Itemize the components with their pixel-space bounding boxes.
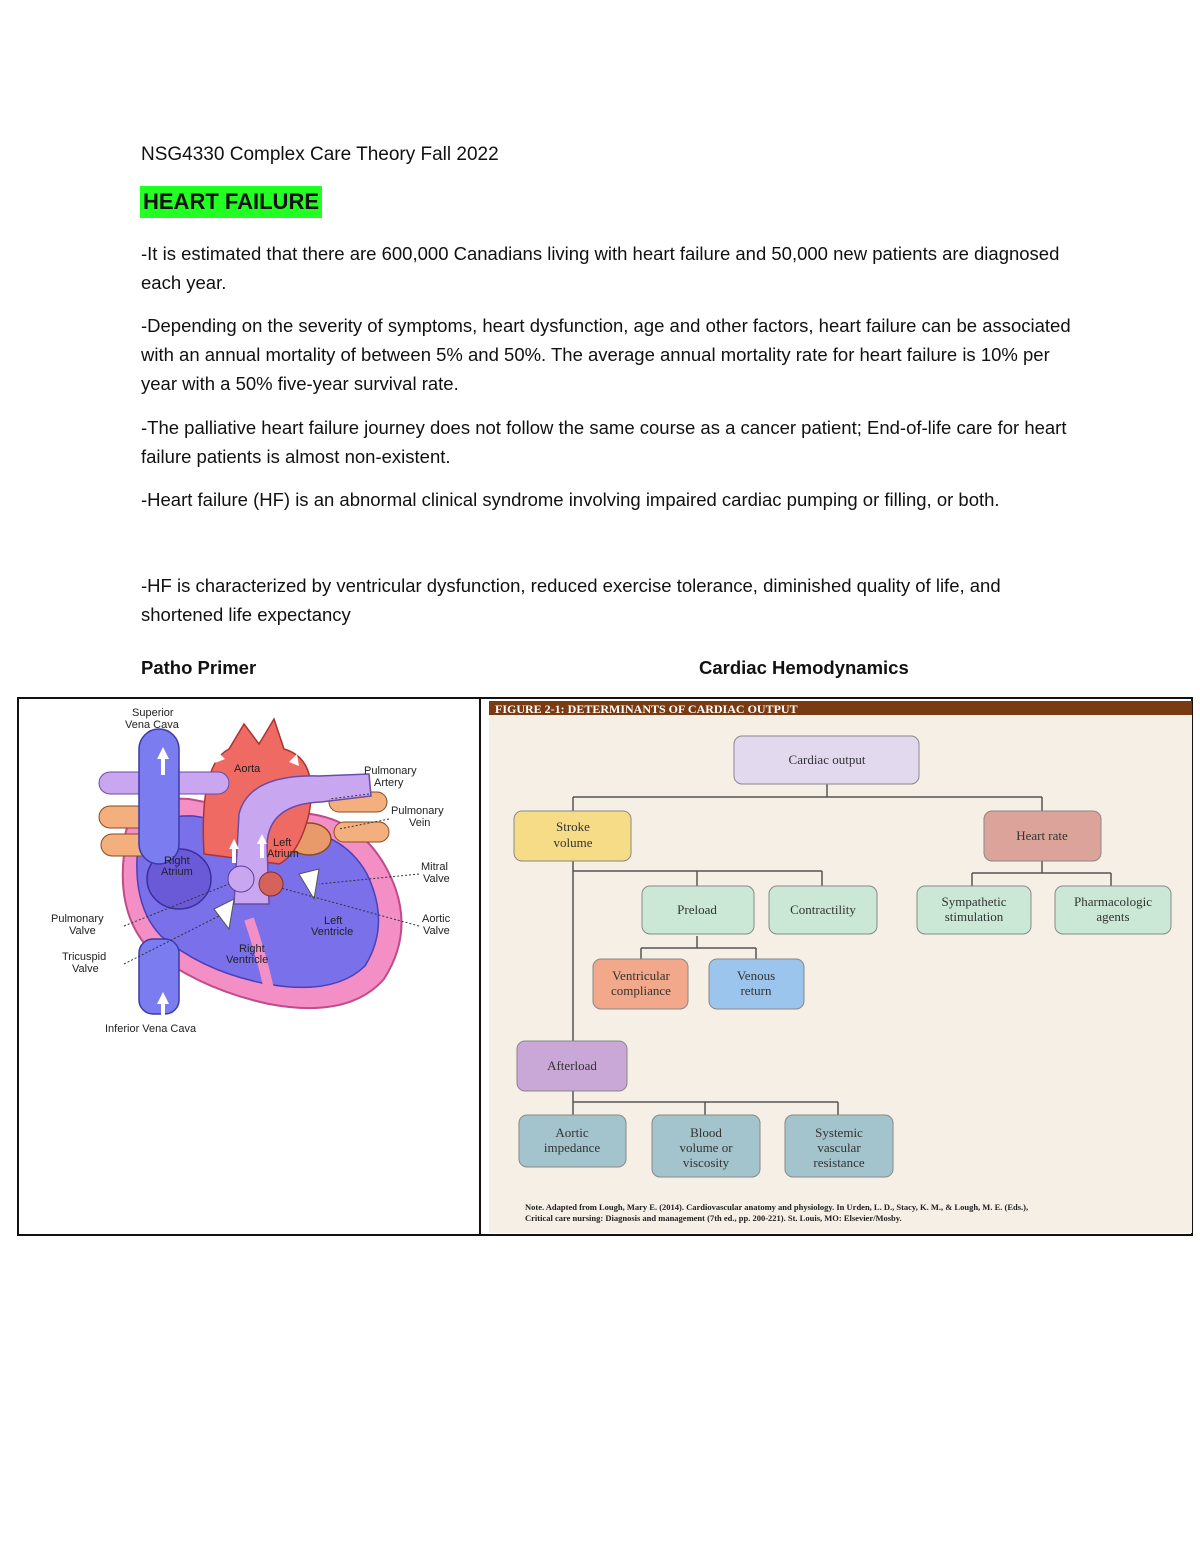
- node-blood-volume-box: [651, 1114, 761, 1178]
- pulmonary-valve-shape: [227, 865, 255, 893]
- label-pulmonary-valve-2: Valve: [69, 925, 96, 937]
- label-pulmonary-vein: Pulmonary: [391, 805, 444, 817]
- label-pulmonary-valve: Pulmonary: [51, 913, 104, 925]
- node-svr: Systemic: [815, 1125, 863, 1140]
- node-stroke-volume-2: volume: [554, 835, 593, 850]
- paragraph-5: -HF is characterized by ventricular dysf…: [141, 575, 1001, 625]
- label-cardiac-hemodynamics: Cardiac Hemodynamics: [699, 657, 909, 678]
- paragraph-3: -The palliative heart failure journey do…: [141, 417, 1067, 467]
- label-right-ventricle: Right: [239, 943, 265, 955]
- node-blood-volume: Blood: [690, 1125, 722, 1140]
- node-blood-volume-2: volume or: [679, 1140, 733, 1155]
- connector-lines: [572, 784, 1112, 1115]
- label-pulmonary-artery-2: Artery: [374, 777, 404, 789]
- label-tricuspid-valve-2: Valve: [72, 963, 99, 975]
- node-pharmacologic: Pharmacologic: [1074, 894, 1152, 909]
- cardiac-output-figure: FIGURE 2-1: DETERMINANTS OF CARDIAC OUTP…: [489, 701, 1192, 1233]
- septum: [244, 917, 274, 991]
- label-right-atrium-2: Atrium: [161, 866, 193, 878]
- node-contractility: Contractility: [790, 902, 856, 917]
- node-ventricular-compliance-2: compliance: [611, 983, 671, 998]
- node-aortic-impedance-box: [518, 1114, 627, 1168]
- node-svr-2: vascular: [817, 1140, 861, 1155]
- pulmonary-artery-shape: [233, 773, 372, 905]
- node-ventricular-compliance: Ventricular: [612, 968, 670, 983]
- paragraph-4: -Heart failure (HF) is an abnormal clini…: [141, 489, 1000, 510]
- node-svr-box: [784, 1114, 894, 1178]
- node-heart-rate: Heart rate: [1016, 828, 1068, 843]
- figure-note-line-1: Note. Adapted from Lough, Mary E. (2014)…: [525, 1202, 1028, 1212]
- figure-header-bar: [489, 701, 1192, 715]
- node-aortic-impedance: Aortic: [555, 1125, 588, 1140]
- pulmonary-vein-right-2: [333, 821, 390, 843]
- figure-note-line-2: Critical care nursing: Diagnosis and man…: [525, 1213, 902, 1223]
- label-left-atrium: Left: [273, 837, 291, 849]
- flow-arrows: [157, 747, 299, 1020]
- node-svr-3: resistance: [813, 1155, 864, 1170]
- figure-table: Superior Vena Cava Aorta Pulmonary Arter…: [17, 697, 1193, 1236]
- aortic-valve-shape: [258, 871, 284, 897]
- node-aortic-impedance-2: impedance: [544, 1140, 601, 1155]
- node-blood-volume-3: viscosity: [683, 1155, 730, 1170]
- label-mitral-valve-2: Valve: [423, 873, 450, 885]
- node-preload-box: [641, 885, 755, 935]
- node-venous-return-2: return: [740, 983, 772, 998]
- figure-title: FIGURE 2-1: DETERMINANTS OF CARDIAC OUTP…: [495, 702, 798, 716]
- node-preload: Preload: [677, 902, 717, 917]
- label-mitral-valve: Mitral: [421, 861, 448, 873]
- paragraph-1: -It is estimated that there are 600,000 …: [141, 243, 1060, 293]
- label-inferior-vena-cava: Inferior Vena Cava: [105, 1023, 197, 1035]
- node-heart-rate-box: [983, 810, 1102, 862]
- node-afterload-box: [516, 1040, 628, 1092]
- superior-vena-cava-shape: [138, 728, 180, 865]
- mitral-valve-shape: [298, 868, 320, 901]
- node-afterload: Afterload: [547, 1058, 597, 1073]
- node-sympathetic-box: [916, 885, 1032, 935]
- node-stroke-volume-box: [513, 810, 632, 862]
- label-right-ventricle-2: Ventricle: [226, 954, 268, 966]
- label-superior-vena-cava-2: Vena Cava: [125, 719, 180, 731]
- label-right-atrium: Right: [164, 855, 190, 867]
- label-aorta: Aorta: [234, 763, 261, 775]
- node-pharmacologic-box: [1054, 885, 1172, 935]
- label-left-ventricle: Left: [324, 915, 342, 927]
- label-left-ventricle-2: Ventricle: [311, 926, 353, 938]
- label-aortic-valve-2: Valve: [423, 925, 450, 937]
- node-sympathetic-2: stimulation: [945, 909, 1004, 924]
- label-tricuspid-valve: Tricuspid: [62, 951, 106, 963]
- label-patho-primer: Patho Primer: [141, 657, 257, 678]
- node-venous-return-box: [708, 958, 805, 1010]
- paragraph-2: -Depending on the severity of symptoms, …: [141, 315, 1071, 394]
- label-pulmonary-vein-2: Vein: [409, 817, 430, 829]
- label-pulmonary-artery: Pulmonary: [364, 765, 417, 777]
- heart-diagram: Superior Vena Cava Aorta Pulmonary Arter…: [51, 707, 451, 1035]
- tricuspid-valve-shape: [213, 898, 235, 931]
- node-venous-return: Venous: [737, 968, 775, 983]
- label-aortic-valve: Aortic: [422, 913, 451, 925]
- node-pharmacologic-2: agents: [1096, 909, 1129, 924]
- node-stroke-volume: Stroke: [556, 819, 590, 834]
- table-divider: [479, 699, 481, 1234]
- inferior-vena-cava-shape: [138, 938, 180, 1015]
- label-left-atrium-2: Atrium: [267, 848, 299, 860]
- course-header: NSG4330 Complex Care Theory Fall 2022: [141, 144, 499, 165]
- node-cardiac-output: Cardiac output: [789, 752, 866, 767]
- leader-lines: [123, 793, 420, 965]
- node-ventricular-compliance-box: [592, 958, 689, 1010]
- node-cardiac-output-box: [733, 735, 920, 785]
- label-superior-vena-cava: Superior: [132, 707, 174, 719]
- node-contractility-box: [768, 885, 878, 935]
- node-sympathetic: Sympathetic: [942, 894, 1007, 909]
- page-title: HEART FAILURE: [140, 186, 322, 218]
